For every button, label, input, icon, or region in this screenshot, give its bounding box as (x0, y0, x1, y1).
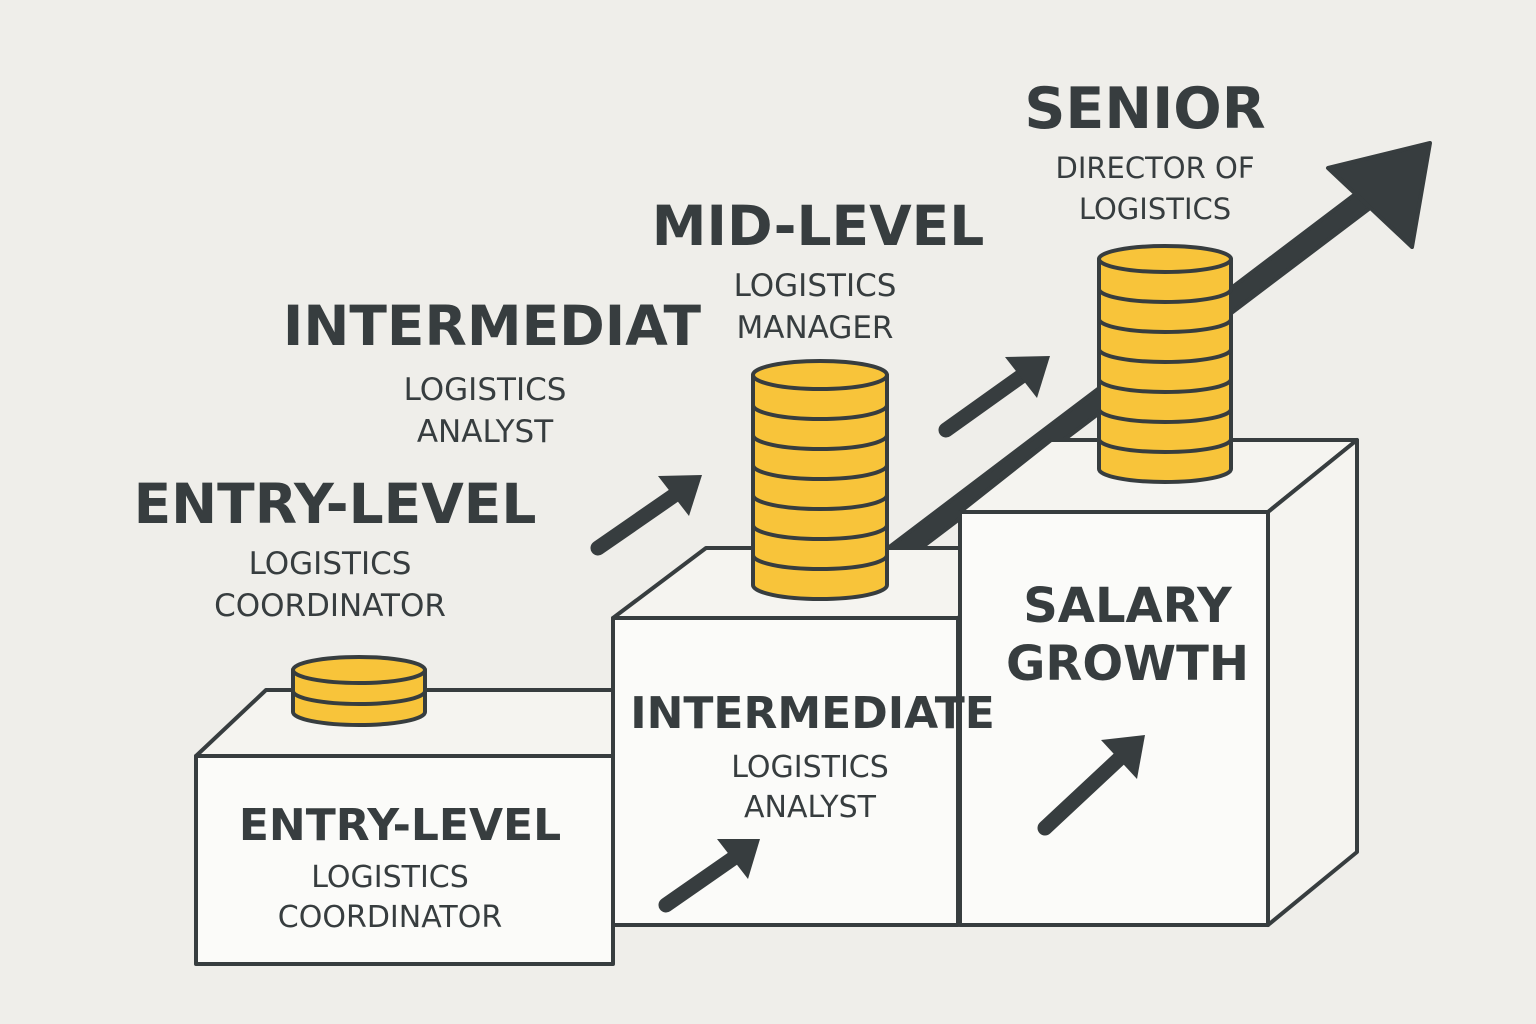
salary-growth-line-1: SALARY (1023, 578, 1232, 634)
senior-heading: SENIOR (1024, 76, 1266, 142)
entry-role-line-2: COORDINATOR (214, 588, 446, 624)
coin-edge (1097, 288, 1233, 304)
senior-block (958, 438, 1359, 927)
coin-edge (751, 434, 889, 451)
intermediate-block-role-line-1: LOGISTICS (731, 750, 889, 785)
intermediate-role-line-2: ANALYST (416, 414, 554, 450)
coin-stack-icon (1097, 244, 1233, 484)
coin-top (751, 359, 889, 391)
salary-growth-line-2: GROWTH (1005, 636, 1250, 692)
coin-edge (751, 554, 889, 571)
coin-top (291, 655, 427, 685)
entry-block-role-line-2: COORDINATOR (277, 900, 503, 935)
coin-edge (1097, 408, 1233, 424)
small-arrow-icon (938, 356, 1050, 438)
entry-block (194, 688, 688, 966)
mid-heading: MID-LEVEL (651, 194, 985, 258)
coin-edge (751, 494, 889, 511)
entry-heading: ENTRY-LEVEL (133, 472, 537, 536)
senior-role-line-2: LOGISTICS (1078, 192, 1232, 226)
entry-role-line-1: LOGISTICS (248, 546, 412, 582)
intermediate-role-line-1: LOGISTICS (403, 372, 567, 408)
coin-edge (291, 690, 427, 706)
coin-edge (751, 404, 889, 421)
small-arrow-icon (590, 475, 702, 556)
mid-role-line-1: LOGISTICS (733, 268, 897, 304)
coin-top (1097, 244, 1233, 274)
senior-role-line-1: DIRECTOR OF (1055, 151, 1255, 185)
coin-edge (1097, 378, 1233, 394)
intermediate-block-title: INTERMEDIATE (630, 688, 995, 739)
small-arrow-icon (1037, 735, 1145, 836)
coin-edge (1097, 318, 1233, 334)
entry-block-title: ENTRY-LEVEL (238, 800, 562, 851)
coin-stack-icon (751, 359, 889, 601)
coin-edge (751, 524, 889, 541)
intermediate-heading: INTERMEDIAT (282, 294, 702, 358)
coin-stack-icon (291, 655, 427, 727)
small-arrow-icon (658, 839, 760, 913)
mid-role-line-2: MANAGER (736, 310, 894, 346)
coin-edge (1097, 438, 1233, 454)
coin-edge (751, 464, 889, 481)
coin-edge (1097, 348, 1233, 364)
entry-block-role-line-1: LOGISTICS (311, 860, 469, 895)
intermediate-block-role-line-2: ANALYST (744, 790, 876, 825)
